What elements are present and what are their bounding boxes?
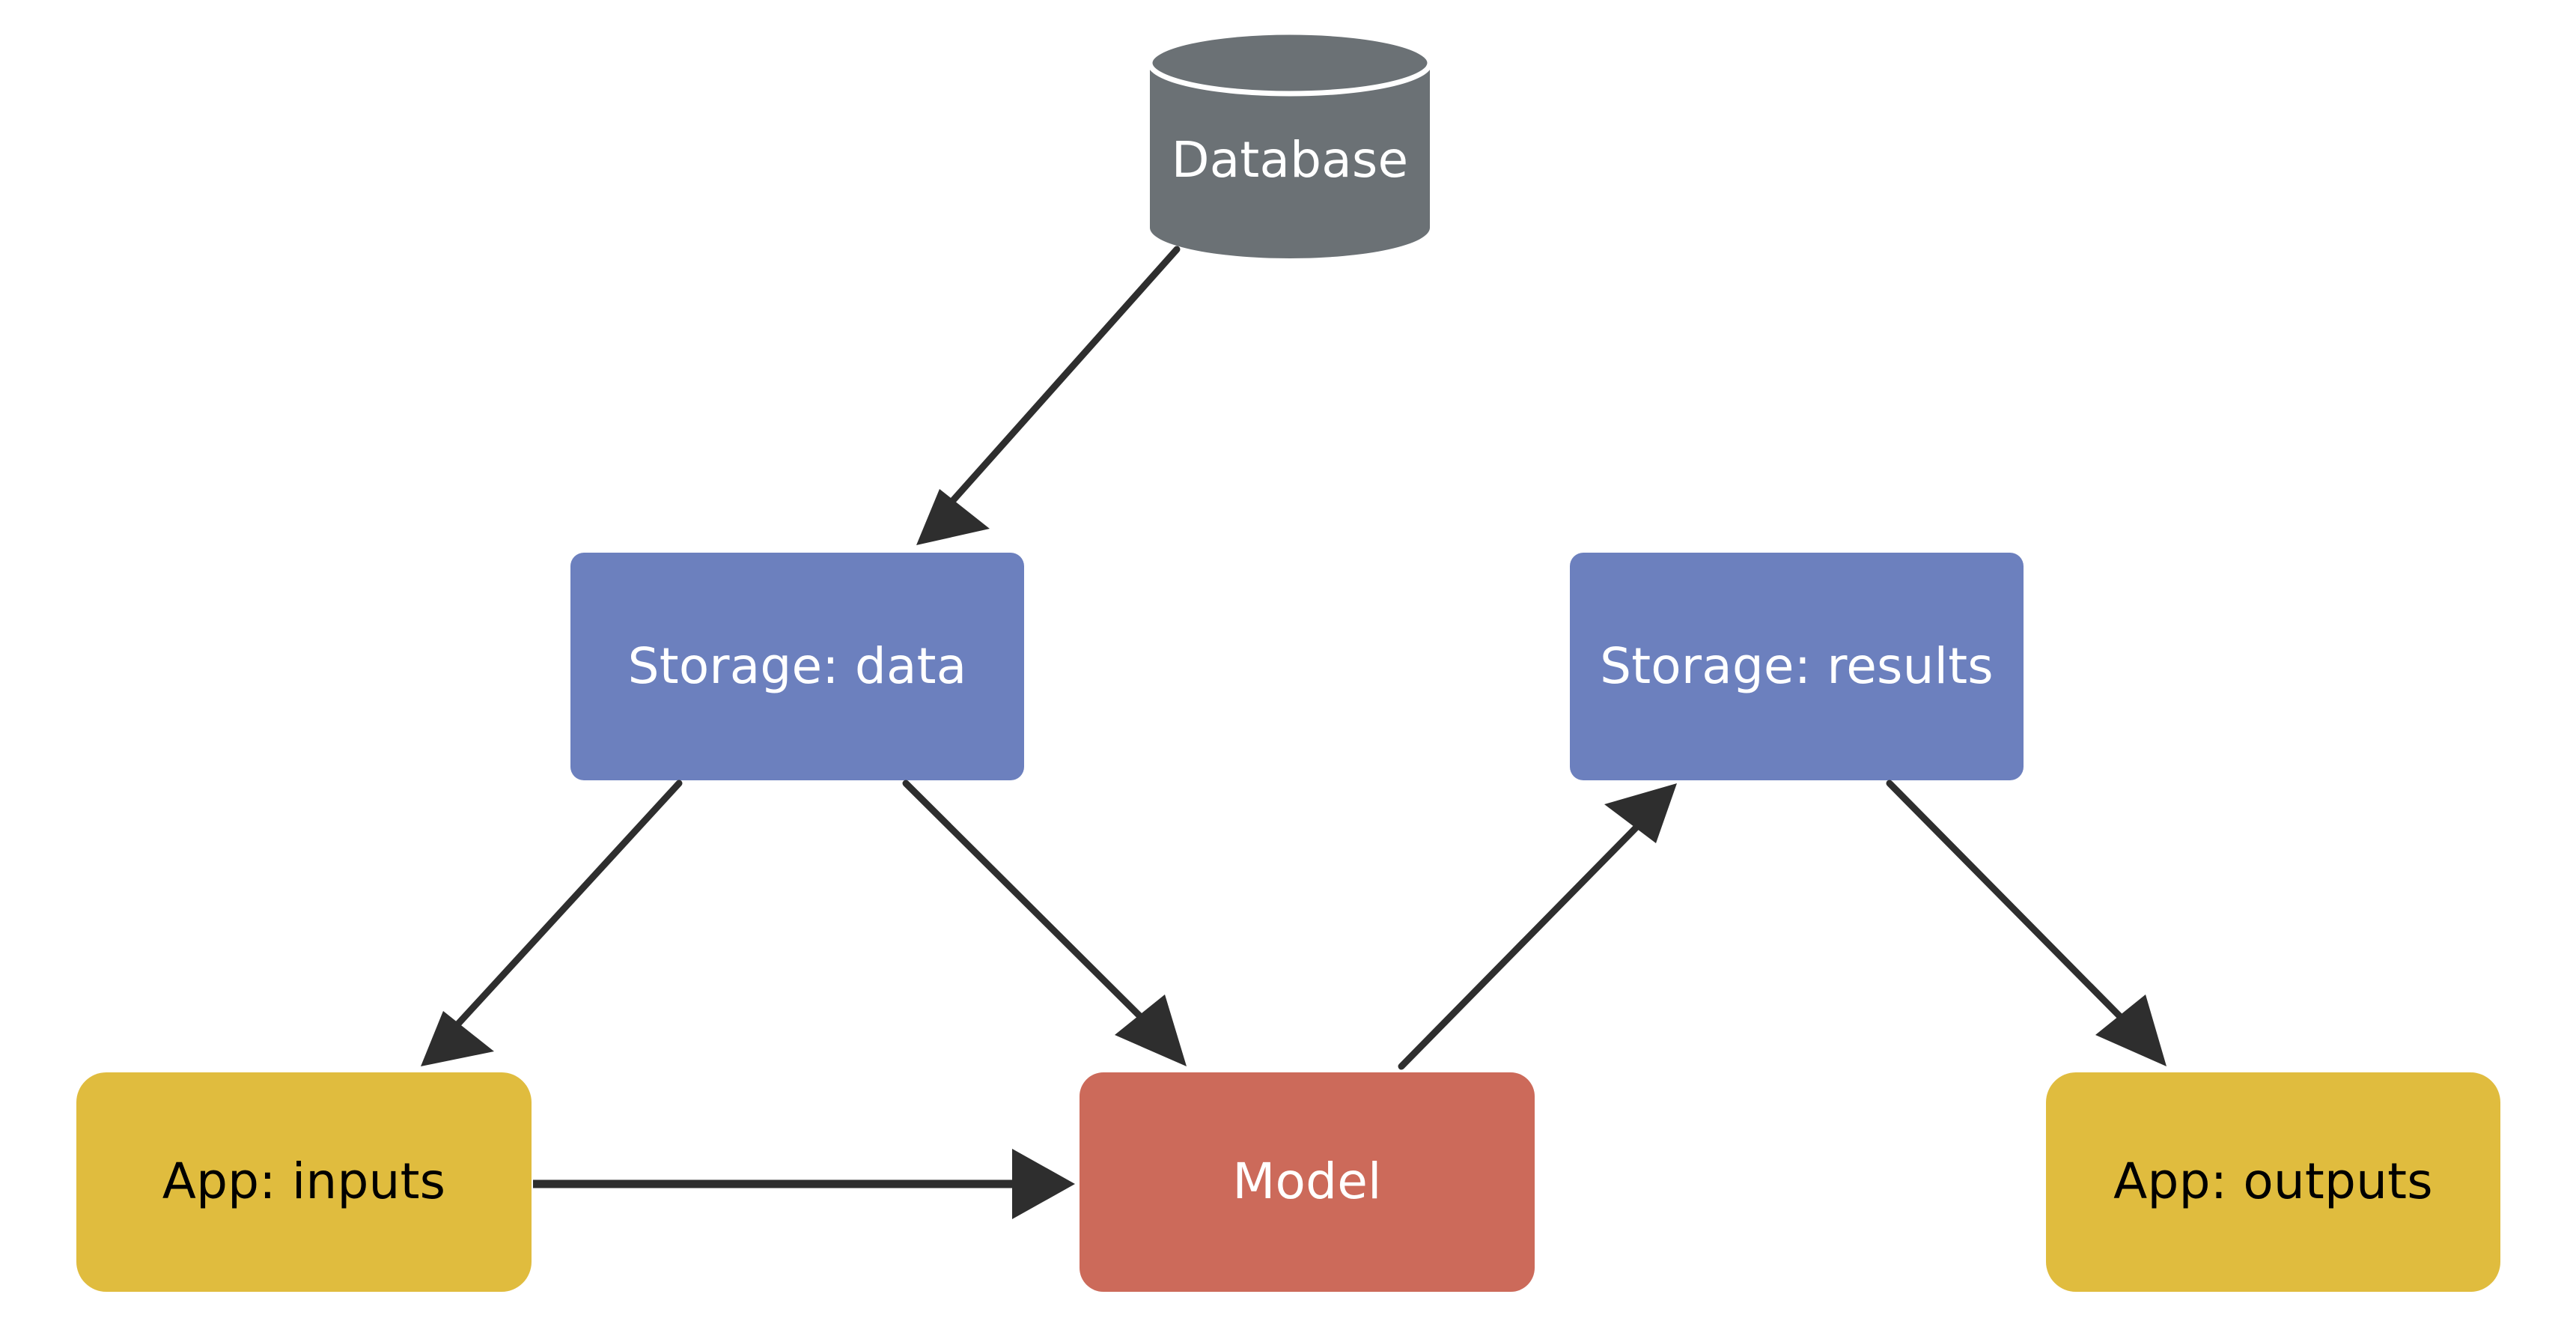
edge-storage-data-to-model[interactable] (902, 780, 1187, 1066)
node-app-inputs[interactable] (76, 1072, 532, 1292)
edges-layer (421, 246, 2167, 1219)
node-app-outputs[interactable] (2046, 1072, 2500, 1292)
database-cylinder-body (1150, 63, 1430, 258)
edge-db-to-storage-data[interactable] (916, 246, 1181, 545)
edge-storage-data-to-app-inputs[interactable] (421, 780, 683, 1066)
edge-storage-results-to-app-outputs[interactable] (1886, 780, 2167, 1066)
node-model[interactable] (1080, 1072, 1535, 1292)
database-cylinder-top (1147, 29, 1433, 97)
node-shapes (76, 29, 2500, 1292)
node-database[interactable] (1147, 29, 1433, 258)
node-storage-data[interactable] (570, 553, 1024, 780)
edge-app-inputs-to-model[interactable] (533, 1149, 1075, 1219)
node-storage-results[interactable] (1570, 553, 2024, 780)
edge-model-to-storage-results[interactable] (1398, 783, 1677, 1070)
